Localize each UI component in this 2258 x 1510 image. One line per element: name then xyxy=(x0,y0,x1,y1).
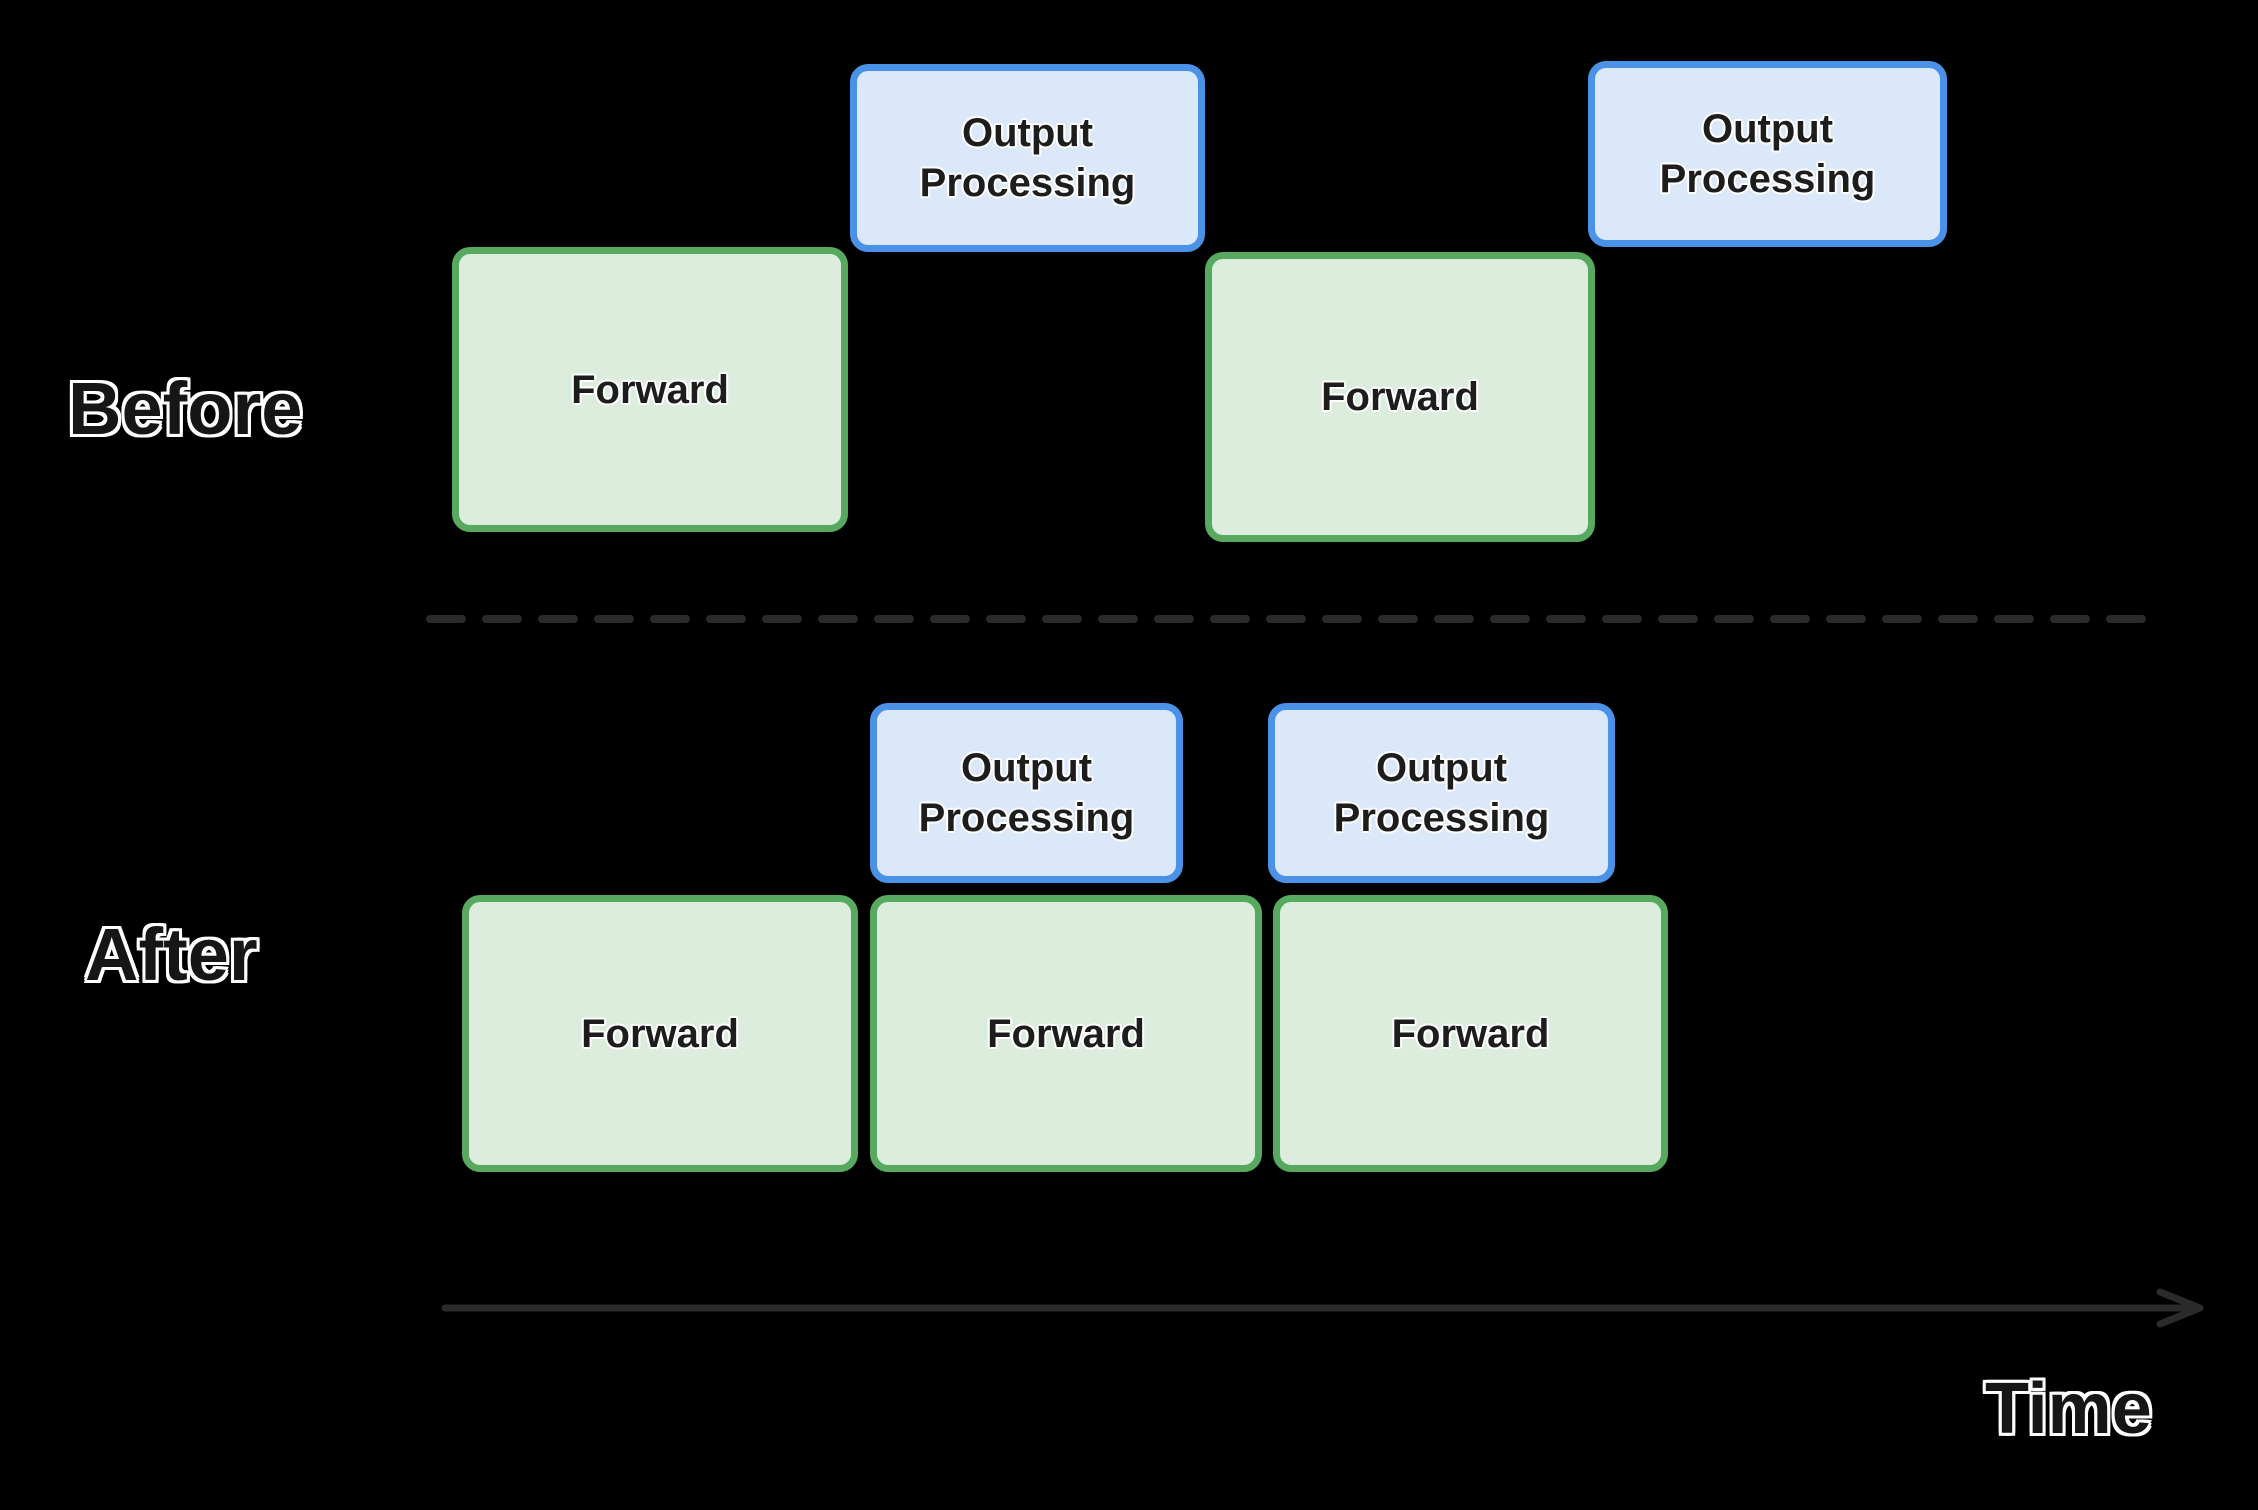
forward-box: Forward xyxy=(1205,252,1595,542)
box-label: Output Processing xyxy=(1333,746,1550,840)
box-label: Forward xyxy=(1321,375,1479,419)
box-label: Forward xyxy=(581,1011,739,1056)
output-processing-box: Output Processing xyxy=(1588,61,1947,247)
forward-box: Forward xyxy=(462,895,858,1172)
box-label: Output Processing xyxy=(918,746,1135,840)
box-label: Forward xyxy=(987,1011,1145,1056)
time-axis-label: Time xyxy=(1985,1369,2152,1449)
box-label: Output Processing xyxy=(1659,107,1876,201)
box-label: Output Processing xyxy=(919,111,1136,205)
forward-box: Forward xyxy=(452,247,848,532)
output-processing-box: Output Processing xyxy=(850,64,1205,252)
before-label: Before xyxy=(68,367,303,450)
time-arrow-head-icon xyxy=(2156,1288,2204,1328)
output-processing-box: Output Processing xyxy=(1268,703,1615,883)
after-label: After xyxy=(85,913,258,996)
forward-box: Forward xyxy=(1273,895,1668,1172)
box-label: Forward xyxy=(1391,1011,1550,1056)
output-processing-box: Output Processing xyxy=(870,703,1183,883)
forward-box: Forward xyxy=(870,895,1262,1172)
box-label: Forward xyxy=(571,367,729,412)
